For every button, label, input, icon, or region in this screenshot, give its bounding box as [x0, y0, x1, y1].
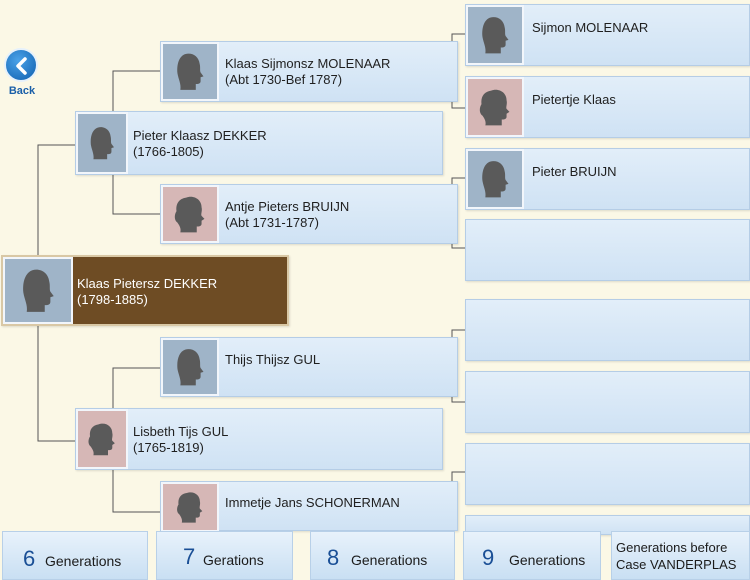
generations-6-button[interactable]: 6 Generations: [2, 531, 148, 580]
person-card-great-grandmother-1[interactable]: Pietertje Klaas: [465, 76, 750, 138]
person-dates: (1765-1819): [133, 440, 204, 455]
person-name: Lisbeth Tijs GUL: [133, 424, 229, 439]
person-name: Sijmon MOLENAAR: [532, 20, 649, 35]
female-silhouette-icon: [76, 409, 128, 469]
generation-label: Generations: [45, 553, 122, 569]
generation-number: 8: [327, 545, 340, 570]
person-name: Antje Pieters BRUIJN: [225, 199, 350, 214]
empty-ancestor-slot[interactable]: [465, 219, 750, 281]
person-name: Pietertje Klaas: [532, 92, 616, 107]
person-card-maternal-grandfather[interactable]: Thijs Thijsz GUL: [160, 337, 458, 397]
person-card-great-grandfather-2[interactable]: Pieter BRUIJN: [465, 148, 750, 210]
empty-ancestor-slot[interactable]: [465, 299, 750, 361]
generation-number: 7: [183, 544, 196, 569]
generation-number: 6: [23, 546, 36, 571]
back-arrow-icon: [4, 48, 38, 82]
person-dates: (1798-1885): [77, 292, 148, 307]
person-dates: (Abt 1731-1787): [225, 215, 319, 230]
male-silhouette-icon: [466, 5, 524, 65]
person-card-maternal-grandmother[interactable]: Immetje Jans SCHONERMAN: [160, 481, 458, 532]
person-card-paternal-grandmother[interactable]: Antje Pieters BRUIJN (Abt 1731-1787): [160, 184, 458, 244]
back-button[interactable]: Back: [2, 48, 42, 100]
generations-8-button[interactable]: 8 Generations: [310, 531, 455, 580]
person-dates: (Abt 1730-Bef 1787): [225, 72, 343, 87]
person-name: Klaas Sijmonsz MOLENAAR: [225, 56, 391, 71]
female-silhouette-icon: [161, 482, 219, 532]
male-silhouette-icon: [161, 338, 219, 396]
male-silhouette-icon: [466, 149, 524, 209]
generations-7-button[interactable]: 7 Gerations: [156, 531, 293, 580]
person-card-paternal-grandfather[interactable]: Klaas Sijmonsz MOLENAAR (Abt 1730-Bef 17…: [160, 41, 458, 102]
male-silhouette-icon: [161, 42, 219, 101]
person-name: Pieter BRUIJN: [532, 164, 617, 179]
female-silhouette-icon: [161, 185, 219, 243]
person-card-great-grandfather-1[interactable]: Sijmon MOLENAAR: [465, 4, 750, 66]
male-silhouette-icon: [3, 257, 73, 324]
generation-label: Generations: [351, 552, 428, 568]
male-silhouette-icon: [76, 112, 128, 174]
generation-label: Generations: [509, 552, 586, 568]
person-name: Klaas Pietersz DEKKER: [77, 276, 218, 291]
generations-before-line1: Generations before: [616, 540, 728, 555]
generations-9-button[interactable]: 9 Generations: [463, 531, 601, 580]
generations-before-line2: Case VANDERPLAS: [616, 557, 737, 572]
person-name: Immetje Jans SCHONERMAN: [225, 495, 400, 510]
empty-ancestor-slot[interactable]: [465, 371, 750, 433]
generations-before-case-button[interactable]: Generations before Case VANDERPLAS: [611, 531, 750, 580]
back-label: Back: [8, 85, 36, 97]
person-card-father[interactable]: Pieter Klaasz DEKKER (1766-1805): [75, 111, 443, 175]
person-name: Pieter Klaasz DEKKER: [133, 128, 267, 143]
generation-label: Gerations: [203, 552, 264, 568]
generation-number: 9: [482, 545, 495, 570]
person-card-root[interactable]: Klaas Pietersz DEKKER (1798-1885): [1, 255, 289, 326]
person-name: Thijs Thijsz GUL: [225, 352, 321, 367]
generations-before-label: Generations before Case VANDERPLAS: [616, 539, 736, 573]
person-card-mother[interactable]: Lisbeth Tijs GUL (1765-1819): [75, 408, 443, 470]
empty-ancestor-slot[interactable]: [465, 443, 750, 505]
person-dates: (1766-1805): [133, 144, 204, 159]
female-silhouette-icon: [466, 77, 524, 137]
